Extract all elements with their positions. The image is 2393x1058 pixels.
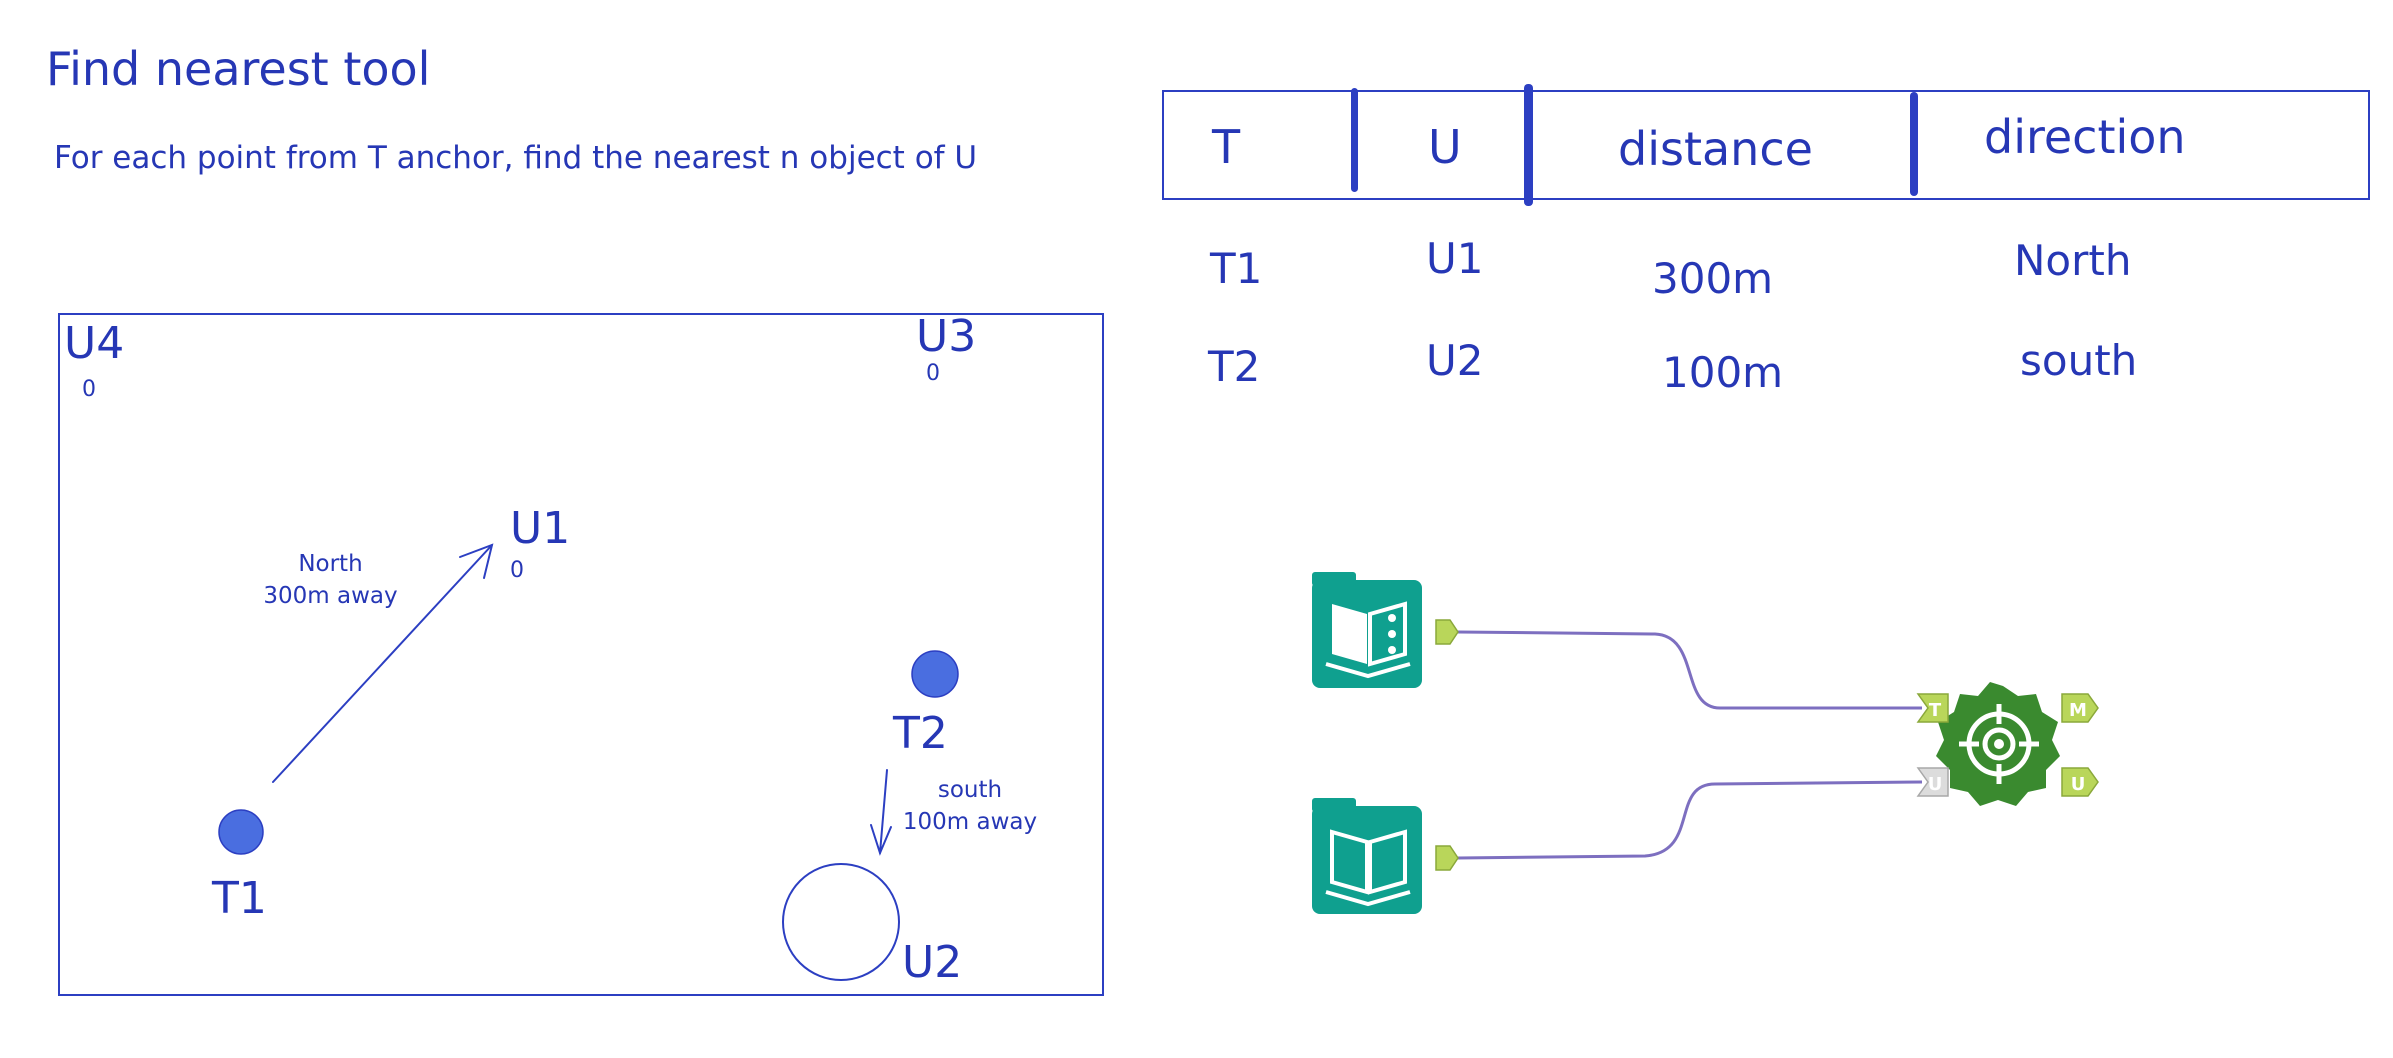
point-label-u1: U1 (510, 503, 571, 554)
find-nearest-tool-icon[interactable] (1936, 682, 2060, 806)
connector-u (1457, 780, 1923, 860)
header-divider-2 (1524, 84, 1533, 206)
input-anchor-t-label: T (1929, 700, 1942, 721)
north-arrow-line (272, 544, 493, 783)
north-note-direction: North (298, 551, 363, 577)
output-anchor-input-2[interactable] (1435, 845, 1459, 871)
cell-row2-u: U2 (1426, 336, 1484, 385)
north-distance-note: North 300m away (243, 548, 418, 612)
point-u2-area (782, 863, 900, 981)
south-arrow-line (879, 769, 888, 854)
page-title: Find nearest tool (46, 42, 431, 96)
cell-row2-t: T2 (1208, 342, 1261, 391)
output-anchor-input-1[interactable] (1435, 619, 1459, 645)
connector-t (1457, 630, 1922, 710)
point-t1 (218, 809, 264, 855)
point-label-u4: U4 (64, 318, 125, 369)
cell-row1-direction: North (2014, 236, 2132, 285)
point-label-u3: U3 (916, 311, 977, 362)
north-note-distance: 300m away (263, 583, 398, 609)
point-label-u2: U2 (902, 937, 963, 988)
output-anchor-u-label: U (2071, 774, 2086, 795)
point-marker-u4: 0 (82, 377, 96, 402)
header-divider-3 (1910, 92, 1918, 196)
header-u: U (1428, 120, 1462, 174)
cell-row2-distance: 100m (1662, 348, 1784, 397)
results-table-header (1162, 90, 2370, 200)
input-data-tool-1[interactable] (1312, 572, 1422, 688)
south-note-distance: 100m away (902, 809, 1038, 835)
south-arrow-head (870, 824, 892, 856)
input-anchor-t[interactable]: T (1916, 693, 1949, 723)
input-data-tool-2[interactable] (1312, 798, 1422, 914)
cell-row1-distance: 300m (1652, 254, 1774, 303)
north-arrow-head (459, 543, 494, 579)
south-note-direction: south (937, 777, 1003, 803)
south-distance-note: south 100m away (890, 774, 1050, 838)
point-marker-u3: 0 (926, 361, 940, 386)
header-distance: distance (1618, 122, 1813, 176)
point-marker-u1: 0 (510, 558, 524, 583)
point-t2 (911, 650, 959, 698)
page-subtitle: For each point from T anchor, find the n… (54, 140, 978, 176)
header-direction: direction (1984, 110, 2186, 164)
point-label-t1: T1 (212, 873, 267, 924)
input-anchor-u-label: U (1928, 774, 1943, 795)
input-anchor-u[interactable]: U (1916, 767, 1949, 797)
cell-row2-direction: south (2020, 336, 2138, 385)
output-anchor-m-label: M (2069, 700, 2087, 721)
cell-row1-t: T1 (1210, 244, 1263, 293)
cell-row1-u: U1 (1426, 234, 1484, 283)
output-anchor-u[interactable]: U (2061, 767, 2099, 797)
output-anchor-m[interactable]: M (2061, 693, 2099, 723)
map-frame (58, 313, 1104, 996)
header-divider-1 (1351, 88, 1358, 192)
header-t: T (1212, 120, 1241, 174)
point-label-t2: T2 (893, 708, 948, 759)
